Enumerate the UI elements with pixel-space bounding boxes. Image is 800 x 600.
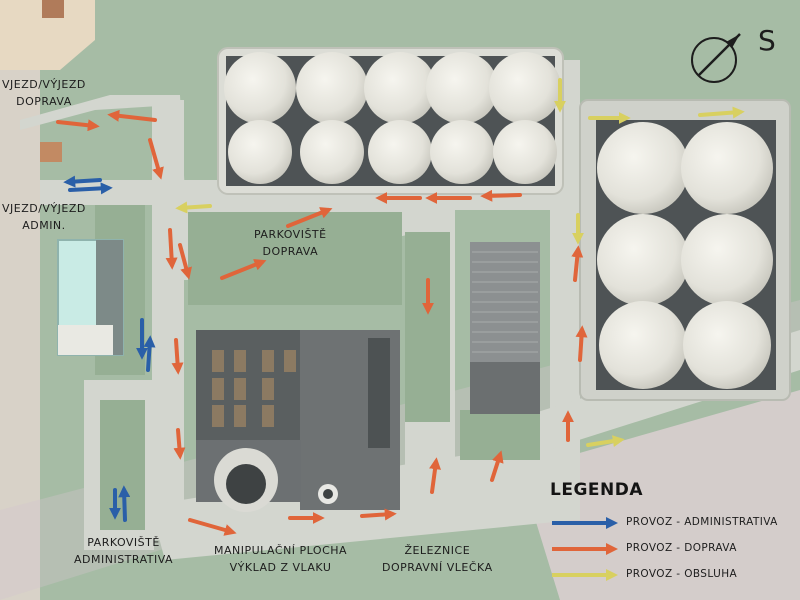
- traffic-arrows-transport: [56, 109, 588, 536]
- compass-letter: S: [758, 24, 776, 57]
- label-entry-transport: VJEZD/VÝJEZD DOPRAVA: [2, 78, 86, 109]
- legend-item-transport: PROVOZ - DOPRAVA: [548, 542, 800, 556]
- label-entry-admin: VJEZD/VÝJEZD ADMIN.: [2, 202, 86, 233]
- yellow-arrow-icon: [552, 569, 618, 581]
- legend-item-admin: PROVOZ - ADMINISTRATIVA: [548, 516, 800, 530]
- compass: S: [688, 12, 788, 92]
- legend-item-service: PROVOZ - OBSLUHA: [548, 568, 800, 582]
- round-tank: [214, 448, 338, 512]
- neighbor-building: [42, 0, 64, 18]
- silo-row-top: [224, 52, 561, 124]
- neighbor-plot: [0, 0, 95, 70]
- label-handling-area: MANIPULAČNÍ PLOCHA VÝKLAD Z VLAKU: [214, 544, 348, 575]
- traffic-arrows-admin: [63, 175, 156, 522]
- silo-grid-east: [597, 122, 773, 389]
- rail-building: [470, 242, 540, 414]
- gatehouse: [40, 142, 62, 162]
- red-arrow-icon: [552, 543, 618, 555]
- traffic-arrows-service: [175, 78, 745, 448]
- blue-arrow-icon: [552, 517, 618, 529]
- label-railway: ŽELEZNICE DOPRAVNÍ VLEČKA: [382, 544, 493, 575]
- legend: LEGENDA PROVOZ - ADMINISTRATIVA PROVOZ -…: [548, 480, 800, 590]
- silo-row-bottom: [228, 120, 557, 184]
- legend-title: LEGENDA: [550, 480, 644, 500]
- outer-land-strip: [0, 70, 40, 600]
- label-parking-transport: PARKOVIŠTĚ DOPRAVA: [254, 228, 327, 259]
- label-parking-admin: PARKOVIŠTĚ ADMINISTRATIVA: [74, 536, 174, 567]
- admin-building: [57, 239, 124, 356]
- compass-icon: S: [691, 24, 776, 83]
